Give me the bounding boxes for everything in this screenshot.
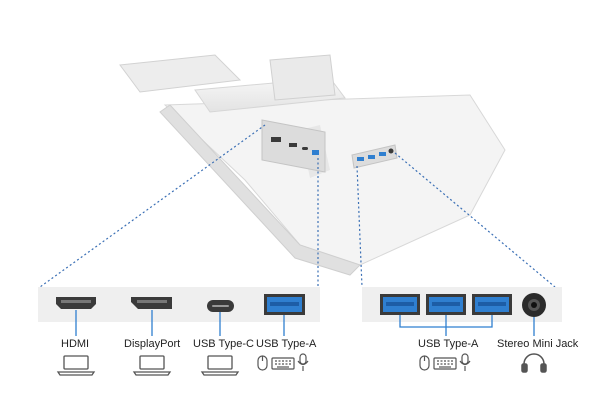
displayport-label: DisplayPort <box>124 338 181 350</box>
dotted-connector-lines <box>39 124 556 288</box>
hdmi-label: HDMI <box>61 338 90 350</box>
usb-a-port-icon <box>264 294 305 315</box>
keyboard-icon <box>433 357 457 370</box>
mouse-icon <box>257 355 268 371</box>
usb-c-port-icon <box>207 300 234 312</box>
usb-a-port-icon <box>380 294 420 315</box>
mouse-icon <box>419 355 430 371</box>
stereo-mini-jack-label: Stereo Mini Jack <box>497 338 579 350</box>
audio-jack-port-icon <box>522 293 546 317</box>
headphones-icon <box>521 353 547 373</box>
hdmi-port-icon <box>56 297 96 309</box>
usb-a-port-icon <box>472 294 512 315</box>
usb-type-a-label-right: USB Type-A <box>418 338 479 350</box>
port-leader-lines <box>75 310 535 336</box>
microphone-icon <box>297 353 309 371</box>
keyboard-icon <box>271 357 295 370</box>
laptop-icon <box>132 355 172 376</box>
microphone-icon <box>459 353 471 371</box>
usb-a-port-icon <box>426 294 466 315</box>
laptop-icon <box>200 355 240 376</box>
displayport-port-icon <box>131 297 172 309</box>
monitor-illustration <box>119 54 506 276</box>
usb-type-c-label: USB Type-C <box>193 338 254 350</box>
usb-type-a-label-left: USB Type-A <box>256 338 317 350</box>
laptop-icon <box>56 355 96 376</box>
